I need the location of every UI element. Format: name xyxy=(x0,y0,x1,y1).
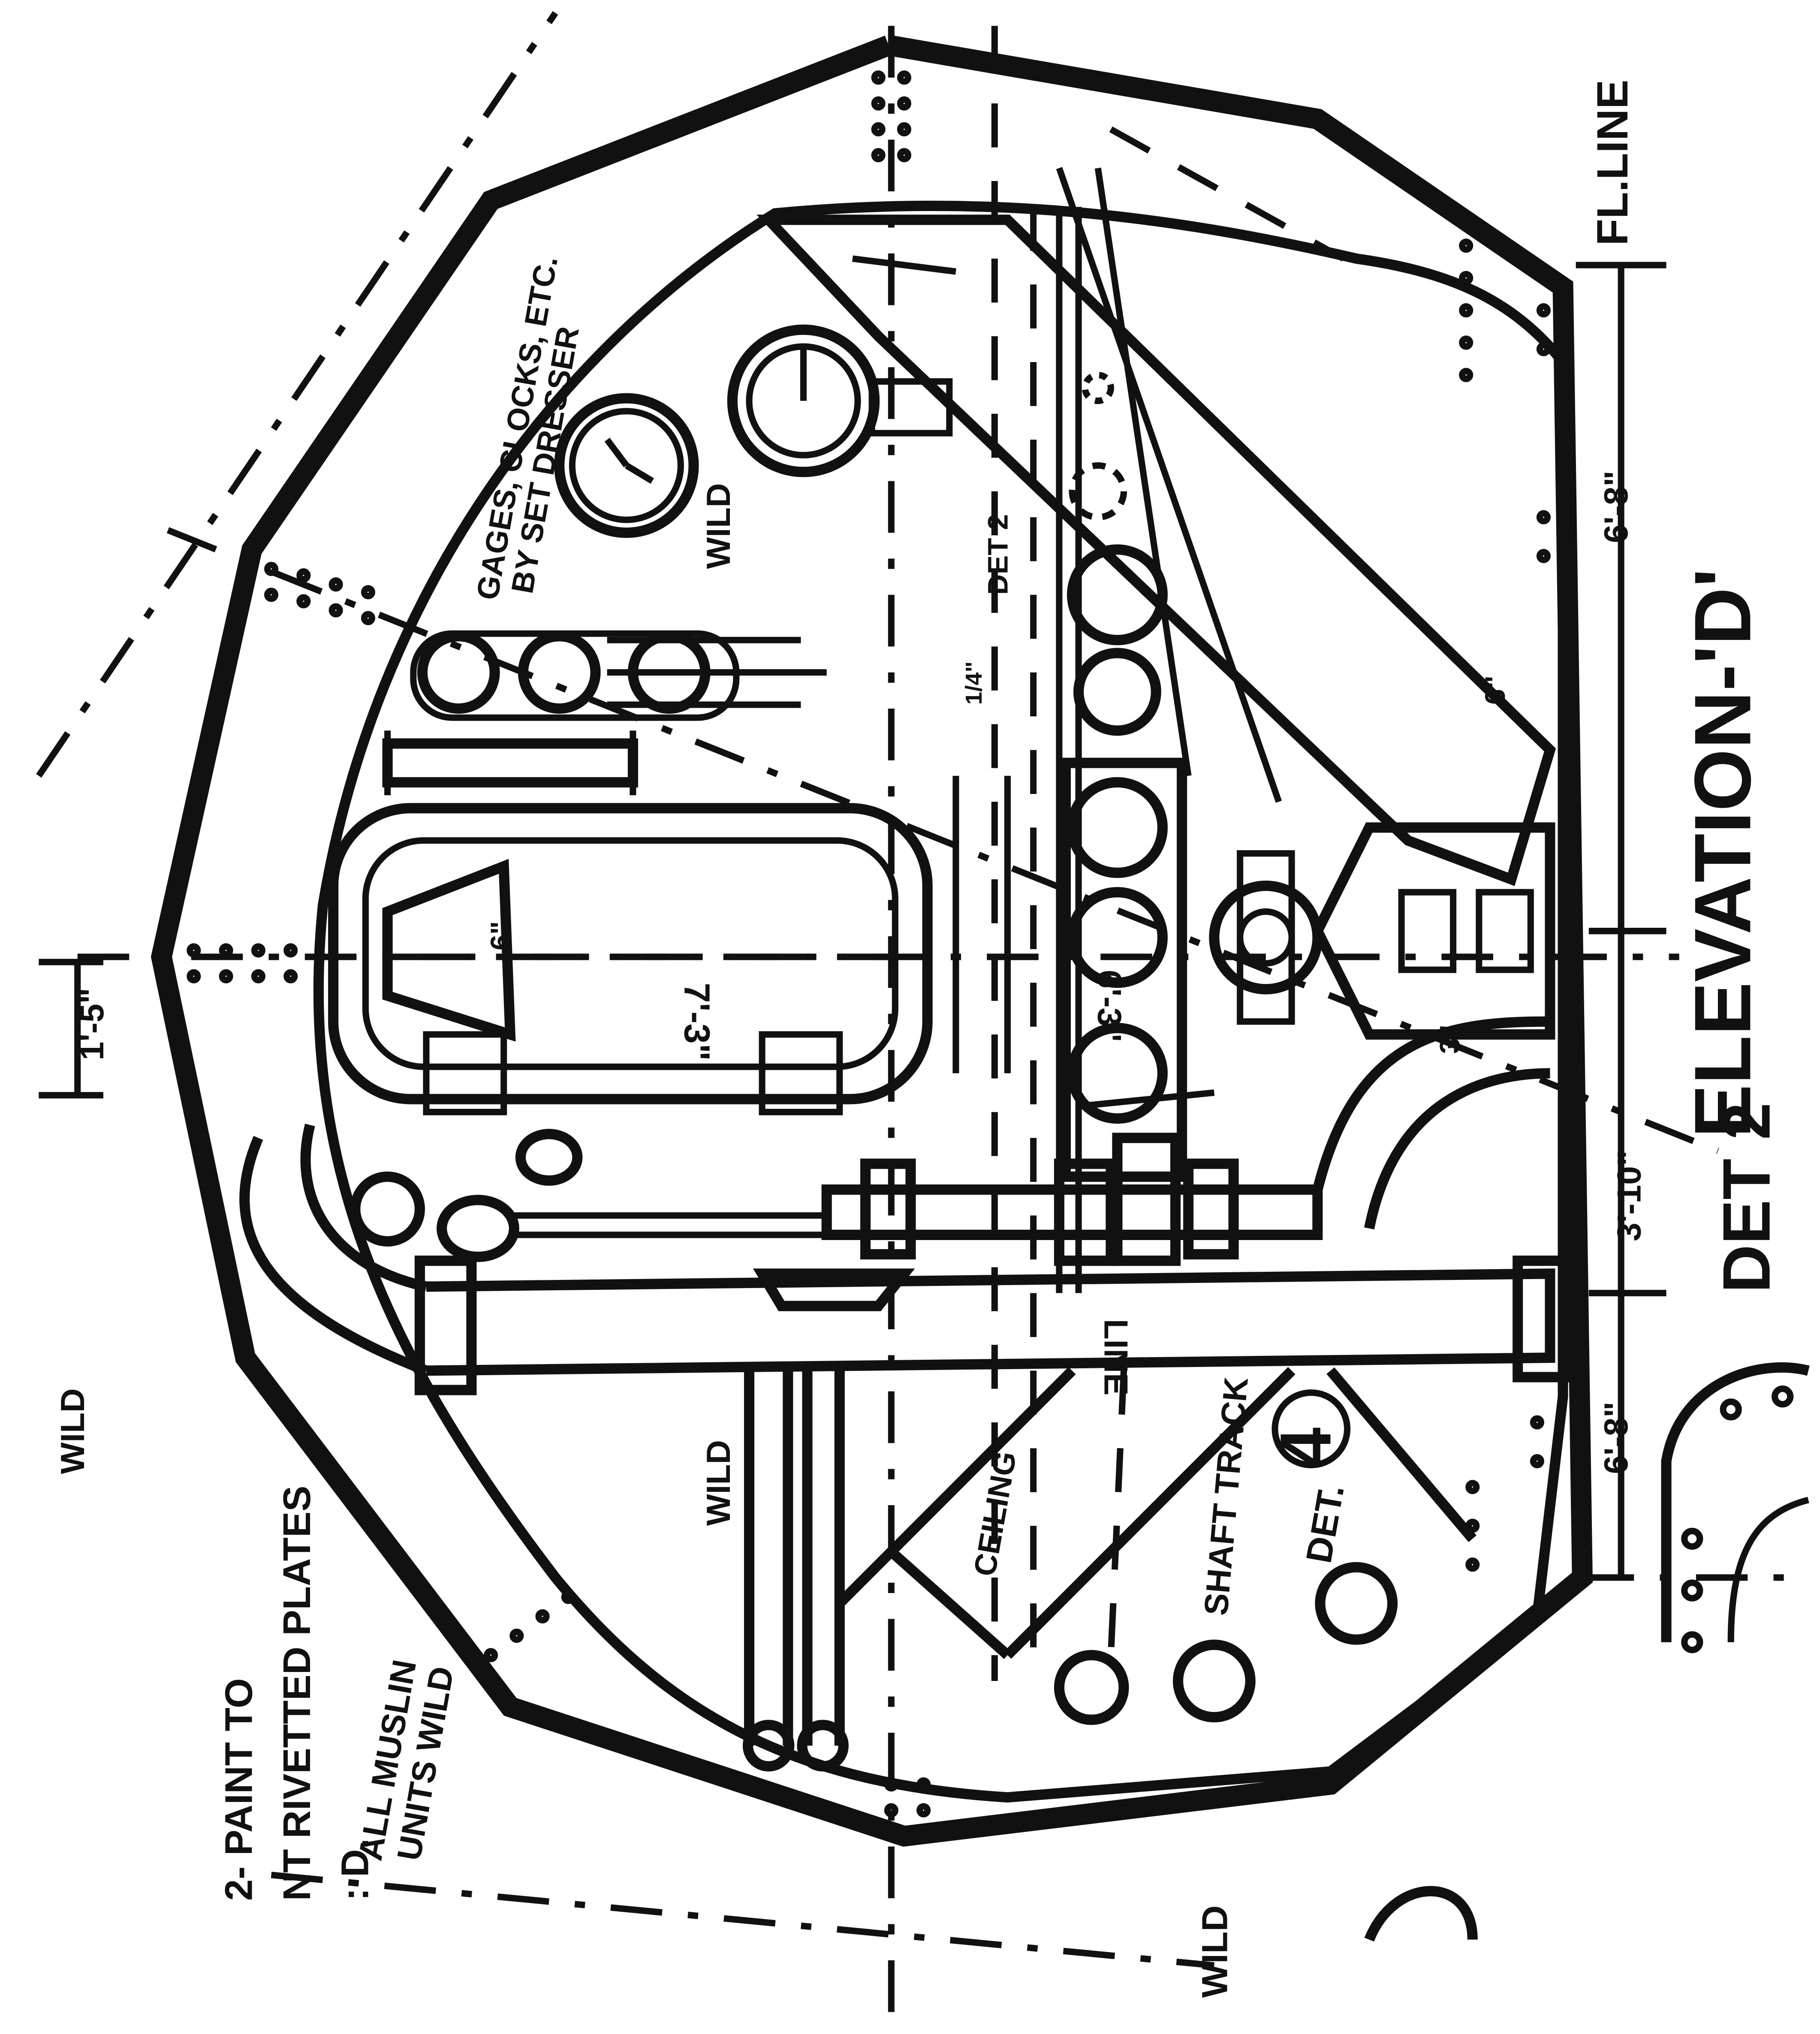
gauge-glass xyxy=(382,730,638,795)
rivet-row-left xyxy=(187,943,298,984)
dim-hatch-small: 6" xyxy=(485,921,517,950)
vertical-frames xyxy=(952,26,1082,1681)
pressure-gauge-large xyxy=(727,324,953,477)
bottom-wild-label: WILD xyxy=(1194,1905,1235,1998)
twin-pipes-lower xyxy=(742,1370,849,1772)
dim-right-lower: 6'-8" xyxy=(1597,1402,1635,1474)
rivet-row-lower-right xyxy=(1465,1415,1544,1572)
small-gauges-left xyxy=(350,1129,827,1262)
dimension-lines xyxy=(39,262,1666,1578)
wild-clock-label: WILD xyxy=(699,483,737,569)
wild-left-label: WILD xyxy=(54,1388,91,1474)
main-steam-pipe xyxy=(239,1123,1575,1395)
paint-note-line-2: NT RIVETTED PLATES xyxy=(275,1486,319,1901)
rivet-rows xyxy=(187,70,1551,1818)
line-label: LINE xyxy=(1097,1319,1135,1395)
shaft-track-label: SHAFT TRACK xyxy=(1197,1376,1255,1617)
paint-note-line-1: 2- PAINT TO xyxy=(217,1678,260,1901)
hatch-door xyxy=(328,803,933,1116)
outer-bulkhead-outline xyxy=(151,35,1593,1847)
dim-three-inch: 3" xyxy=(1434,1025,1466,1054)
dim-plate-height: 6'-3" xyxy=(1091,970,1128,1042)
rivet-row-lower-left xyxy=(484,1590,576,1663)
rivet-row-right xyxy=(1459,238,1551,563)
paint-note-line-3: : D. xyxy=(333,1838,377,1901)
dim-hatch-width: 7'-3" xyxy=(677,983,717,1061)
rivet-row-top xyxy=(871,70,912,163)
lightening-holes xyxy=(1060,371,1187,1182)
rivet-row-bottom xyxy=(884,1777,931,1818)
lower-diagonal-plates xyxy=(836,1367,1476,1725)
dim-six-inch: 6" xyxy=(1480,676,1511,705)
det4-number: 4 xyxy=(1265,1427,1346,1468)
branch-pipe-with-valve xyxy=(821,1016,1550,1266)
wild-center-label: WILD xyxy=(699,1440,737,1526)
rivet-row-upper-left xyxy=(264,561,376,625)
dim-top-left: 1'-5" xyxy=(73,988,111,1060)
exterior-fragment-right xyxy=(1364,1362,1810,1942)
dim-quarter: 1/4" xyxy=(961,661,987,705)
gauge-cluster xyxy=(410,630,827,721)
inner-hull-curve xyxy=(313,200,1568,1803)
det2-small-label: DET 2 xyxy=(982,514,1014,595)
wall-clock xyxy=(554,393,699,538)
detail-reference: DET 2 xyxy=(1709,1102,1784,1293)
dim-right-mid: 3'-10" xyxy=(1610,1150,1648,1241)
dim-right-upper: 6'-8" xyxy=(1597,471,1635,543)
fl-line-label: FL.LINE xyxy=(1588,80,1637,246)
flanged-fitting xyxy=(1209,822,1555,1040)
det4-label: DET. xyxy=(1299,1482,1352,1566)
elevation-title: ELEVATION-'D' xyxy=(1678,568,1767,1138)
upper-diagonal-plate xyxy=(756,126,1556,886)
